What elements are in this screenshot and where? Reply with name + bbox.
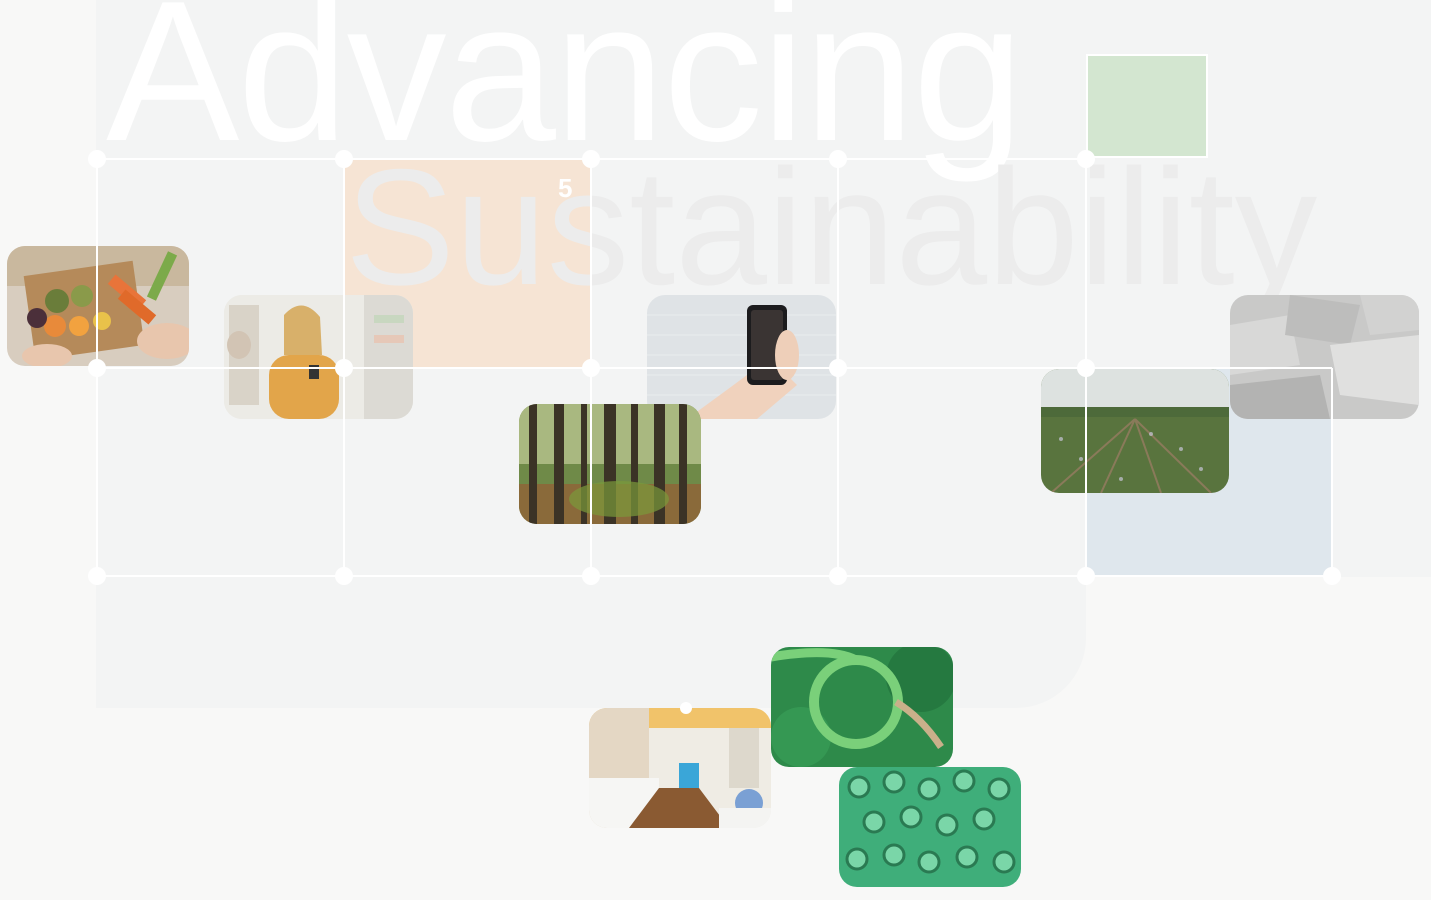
crop-field-photo xyxy=(1041,369,1229,493)
green-tube-photo xyxy=(771,647,953,767)
green-bottles-photo xyxy=(839,767,1021,887)
concrete-blocks-photo xyxy=(1230,295,1419,419)
woman-with-phone-photo xyxy=(224,295,413,419)
green-block xyxy=(1086,54,1208,158)
hand-holding-smartphone-photo xyxy=(647,295,836,419)
title-sustainability: Sustainability xyxy=(345,135,1318,319)
forest-photo xyxy=(519,404,701,524)
page-number: 5 xyxy=(558,173,573,203)
kitchen-interior-photo xyxy=(589,708,771,828)
title-advancing: Advancing xyxy=(106,0,1024,183)
